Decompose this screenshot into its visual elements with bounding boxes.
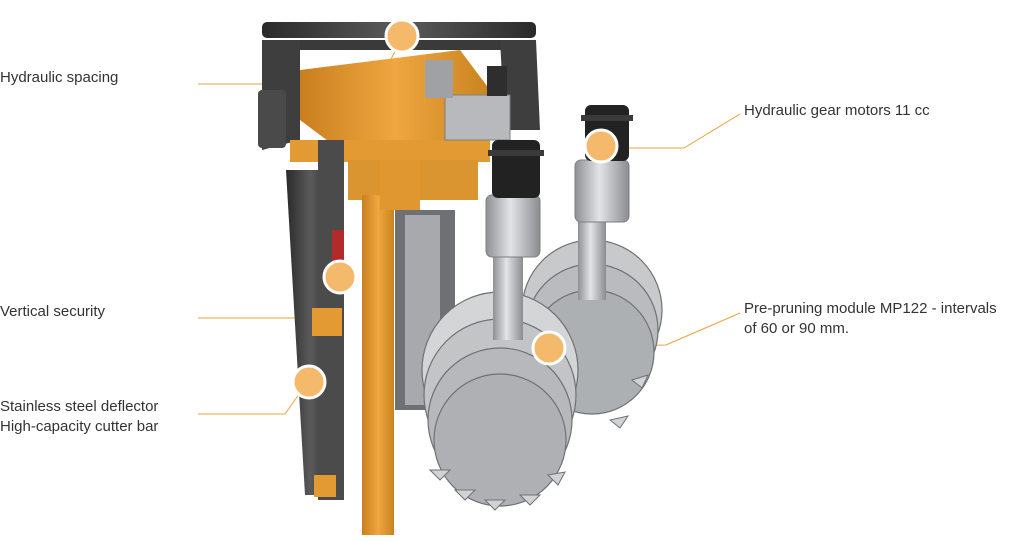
label-prepruning-line2: of 60 or 90 mm. bbox=[744, 320, 850, 337]
shaft-front bbox=[493, 250, 523, 340]
label-hydraulic-spacing-text: Hydraulic spacing bbox=[0, 69, 119, 86]
motor-housing-back bbox=[574, 159, 630, 223]
shaft-back bbox=[578, 220, 606, 300]
leader-deflector bbox=[198, 382, 308, 415]
hotspots bbox=[291, 18, 619, 400]
hotspot-gear-motors[interactable] bbox=[583, 128, 619, 164]
label-vertical-security: Vertical security bbox=[0, 302, 105, 322]
label-gear-motors-text: Hydraulic gear motors 11 cc bbox=[744, 102, 930, 119]
sprocket-front bbox=[421, 291, 579, 507]
label-gear-motors: Hydraulic gear motors 11 cc bbox=[744, 101, 930, 121]
label-deflector-line2: High-capacity cutter bar bbox=[0, 418, 159, 435]
label-deflector-line1: Stainless steel deflector bbox=[0, 398, 159, 415]
hotspot-deflector[interactable] bbox=[291, 364, 327, 400]
hotspot-vertical-security[interactable] bbox=[322, 259, 358, 295]
gear-motor-front bbox=[492, 140, 540, 198]
pruner-machine-illustration bbox=[258, 22, 663, 535]
label-deflector: Stainless steel deflector High-capacity … bbox=[0, 397, 158, 437]
label-hydraulic-spacing: Hydraulic spacing bbox=[0, 68, 118, 88]
hotspot-hydraulic-spacing[interactable] bbox=[384, 18, 420, 54]
motor-housing-front bbox=[485, 194, 541, 258]
label-vertical-security-text: Vertical security bbox=[0, 303, 106, 320]
hotspot-prepruning[interactable] bbox=[531, 330, 567, 366]
label-prepruning: Pre-pruning module MP122 - intervals of … bbox=[744, 299, 997, 339]
valve-block bbox=[444, 94, 511, 141]
label-prepruning-line1: Pre-pruning module MP122 - intervals bbox=[744, 300, 997, 317]
orange-post bbox=[362, 195, 394, 535]
